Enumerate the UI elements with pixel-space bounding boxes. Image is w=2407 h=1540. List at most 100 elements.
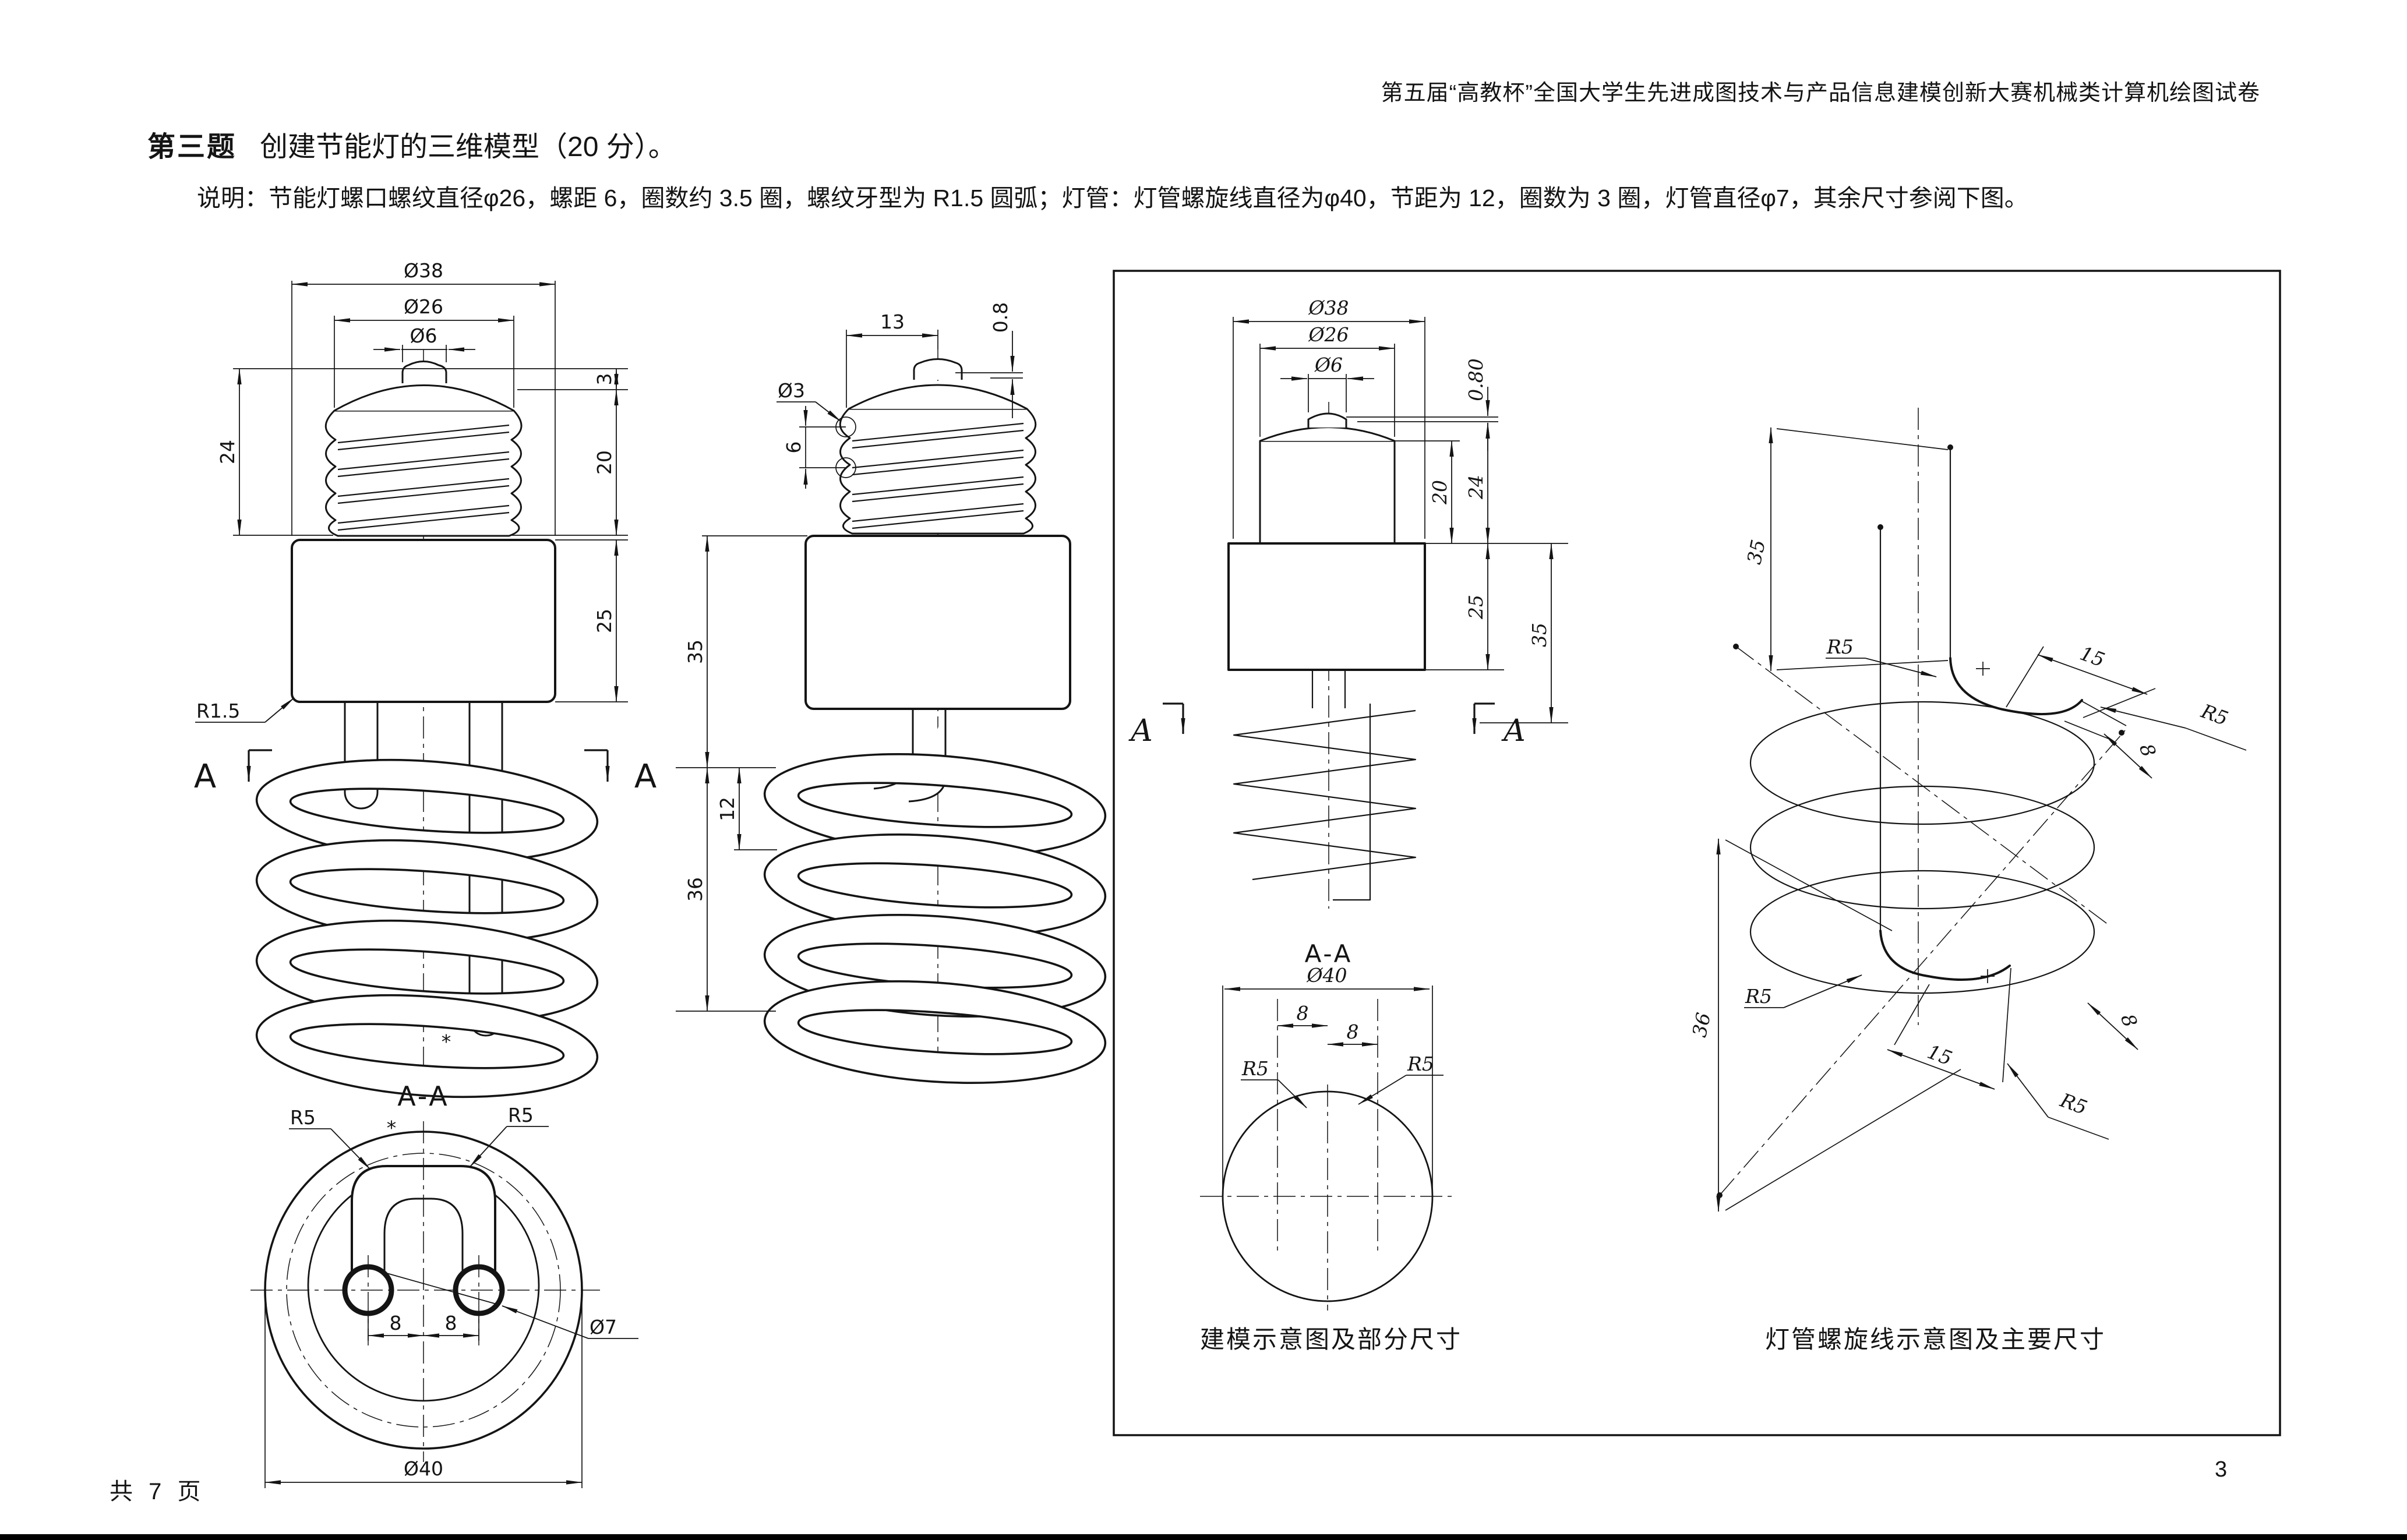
lamp-body-outline — [291, 539, 556, 703]
dim-d40: Ø40 — [1306, 964, 1347, 987]
leader-r5-lower-right — [2007, 1063, 2049, 1118]
dim-r15: R1.5 — [196, 700, 240, 722]
panel-border — [1113, 270, 2281, 1436]
contact-button — [913, 358, 963, 380]
panel-model-view-drawing: Ø38 Ø26 Ø6 0.80 20 24 25 35 A A A-A — [1128, 296, 1568, 1311]
dim-r5-lower-right: R5 — [2057, 1089, 2090, 1119]
dim-35: 35 — [1528, 623, 1551, 647]
front-view-drawing: Ø38 Ø26 Ø6 24 3 20 25 R1.5 A A * — [194, 259, 657, 1099]
extension-lines — [1894, 967, 2011, 1083]
endpoint-dot — [1877, 524, 1883, 530]
helix-turn — [1749, 785, 2095, 910]
leader-r5-left — [1277, 1079, 1307, 1108]
helix-start-bend — [1949, 657, 2083, 716]
leader-r5-lower-left — [1783, 974, 1862, 1008]
section-view-drawing: A-A 8 8 R5 R5 Ø7 Ø40 * — [250, 1080, 638, 1488]
question-text: 创建节能灯的三维模型（20 分）。 — [260, 132, 676, 163]
panel-helix-view-drawing: 35 R5 15 R5 8 36 R5 15 8 R5 — [1688, 408, 2247, 1212]
thread-lines — [337, 424, 510, 531]
extension-lines — [1233, 317, 1568, 723]
dome-outline — [334, 384, 514, 412]
screw-cylinder — [1259, 440, 1396, 545]
dim-8b: 8 — [2116, 1011, 2142, 1030]
dim-35: 35 — [1742, 538, 1770, 566]
question-description: 说明：节能灯螺口螺纹直径φ26，螺距 6，圈数约 3.5 圈，螺纹牙型为 R1.… — [197, 185, 2028, 211]
caption-model-view: 建模示意图及部分尺寸 — [1200, 1326, 1463, 1353]
helix-turn — [1749, 701, 2095, 825]
dim-24: 24 — [1464, 475, 1487, 500]
side-view-drawing: 13 0.8 Ø3 6 35 12 36 — [676, 302, 1107, 1085]
helix-wave — [1233, 709, 1417, 881]
dim-8-right: 8 — [445, 1312, 457, 1334]
center-lines — [250, 1121, 600, 1462]
dim-d7: Ø7 — [590, 1316, 617, 1338]
page-bottom-edge — [0, 1534, 2407, 1540]
helix-tube-ends — [1879, 447, 1951, 931]
dim-r5-left: R5 — [290, 1106, 316, 1129]
screw-thread-outline — [324, 409, 523, 537]
dim-d38: Ø38 — [1308, 296, 1349, 319]
extension-lines — [1776, 428, 1949, 670]
section-letter-a-right: A — [1501, 714, 1526, 748]
dim-35: 35 — [684, 640, 707, 664]
contact-button — [1307, 412, 1347, 428]
dome-outline — [848, 384, 1028, 410]
exam-header: 第五届“高教杯”全国大学生先进成图技术与产品信息建模创新大赛机械类计算机绘图试卷 — [1381, 81, 2260, 105]
dim-8b: 8 — [1347, 1020, 1359, 1043]
coil-ring — [255, 758, 599, 863]
center-lines — [1200, 999, 1456, 1311]
dim-24: 24 — [216, 440, 239, 464]
dim-d6: Ø6 — [1314, 354, 1343, 376]
dim-20: 20 — [593, 450, 616, 475]
leader-underline — [2185, 727, 2247, 751]
lamp-body-outline — [804, 535, 1071, 710]
extension-lines — [1222, 986, 1433, 1194]
dim-25: 25 — [593, 609, 616, 633]
endpoint-dot — [1947, 444, 1953, 450]
helix-wave-end — [1333, 704, 1371, 901]
thread-lines — [852, 422, 1024, 529]
leader-d3 — [815, 401, 842, 422]
dim-d6: Ø6 — [410, 324, 437, 347]
section-letter-a-left: A — [1128, 714, 1153, 748]
dim-20: 20 — [1428, 480, 1451, 505]
question-title: 第三题创建节能灯的三维模型（20 分）。 — [147, 123, 676, 164]
dim-36: 36 — [1688, 1011, 1715, 1039]
dim-8-left: 8 — [390, 1312, 402, 1334]
leader-r5-left — [330, 1128, 371, 1170]
tube-left — [344, 702, 379, 810]
endpoint-dot — [1717, 1192, 1723, 1198]
dim-8a: 8 — [2135, 741, 2161, 760]
helix-end-bend — [1879, 930, 2011, 981]
dim-d38: Ø38 — [404, 259, 443, 282]
leader-r5-upper-right — [2100, 707, 2186, 729]
dim-12: 12 — [716, 797, 739, 821]
dim-r5-top: R5 — [1826, 635, 1854, 658]
dim-line-8a — [2104, 733, 2152, 779]
dim-d3: Ø3 — [778, 379, 805, 402]
coil-ring — [763, 833, 1107, 938]
dim-13: 13 — [880, 310, 905, 333]
dim-8a: 8 — [1297, 1002, 1309, 1025]
section-view-title: A-A — [397, 1080, 450, 1112]
coil-ring — [763, 980, 1107, 1085]
extension-lines — [233, 281, 628, 702]
star-mark: * — [442, 1030, 451, 1053]
endpoint-dot — [2119, 730, 2124, 736]
dim-r5-upper-right: R5 — [2198, 700, 2231, 730]
leader-r5-right — [1358, 1075, 1407, 1105]
dim-line-15a — [2037, 654, 2148, 695]
dim-d26: Ø26 — [1308, 323, 1349, 346]
dim-080: 0.80 — [1464, 358, 1487, 401]
dim-08: 0.8 — [989, 302, 1012, 333]
leader-underline — [2048, 1117, 2109, 1140]
helix-turn — [1749, 870, 2095, 994]
dome-outline — [1259, 426, 1395, 442]
coil-ring — [255, 994, 599, 1099]
leader-r5-right — [469, 1126, 507, 1168]
dim-line-15b — [1887, 1049, 1995, 1090]
leader-r5-top — [1865, 658, 1937, 677]
extension-lines — [676, 330, 1023, 1012]
